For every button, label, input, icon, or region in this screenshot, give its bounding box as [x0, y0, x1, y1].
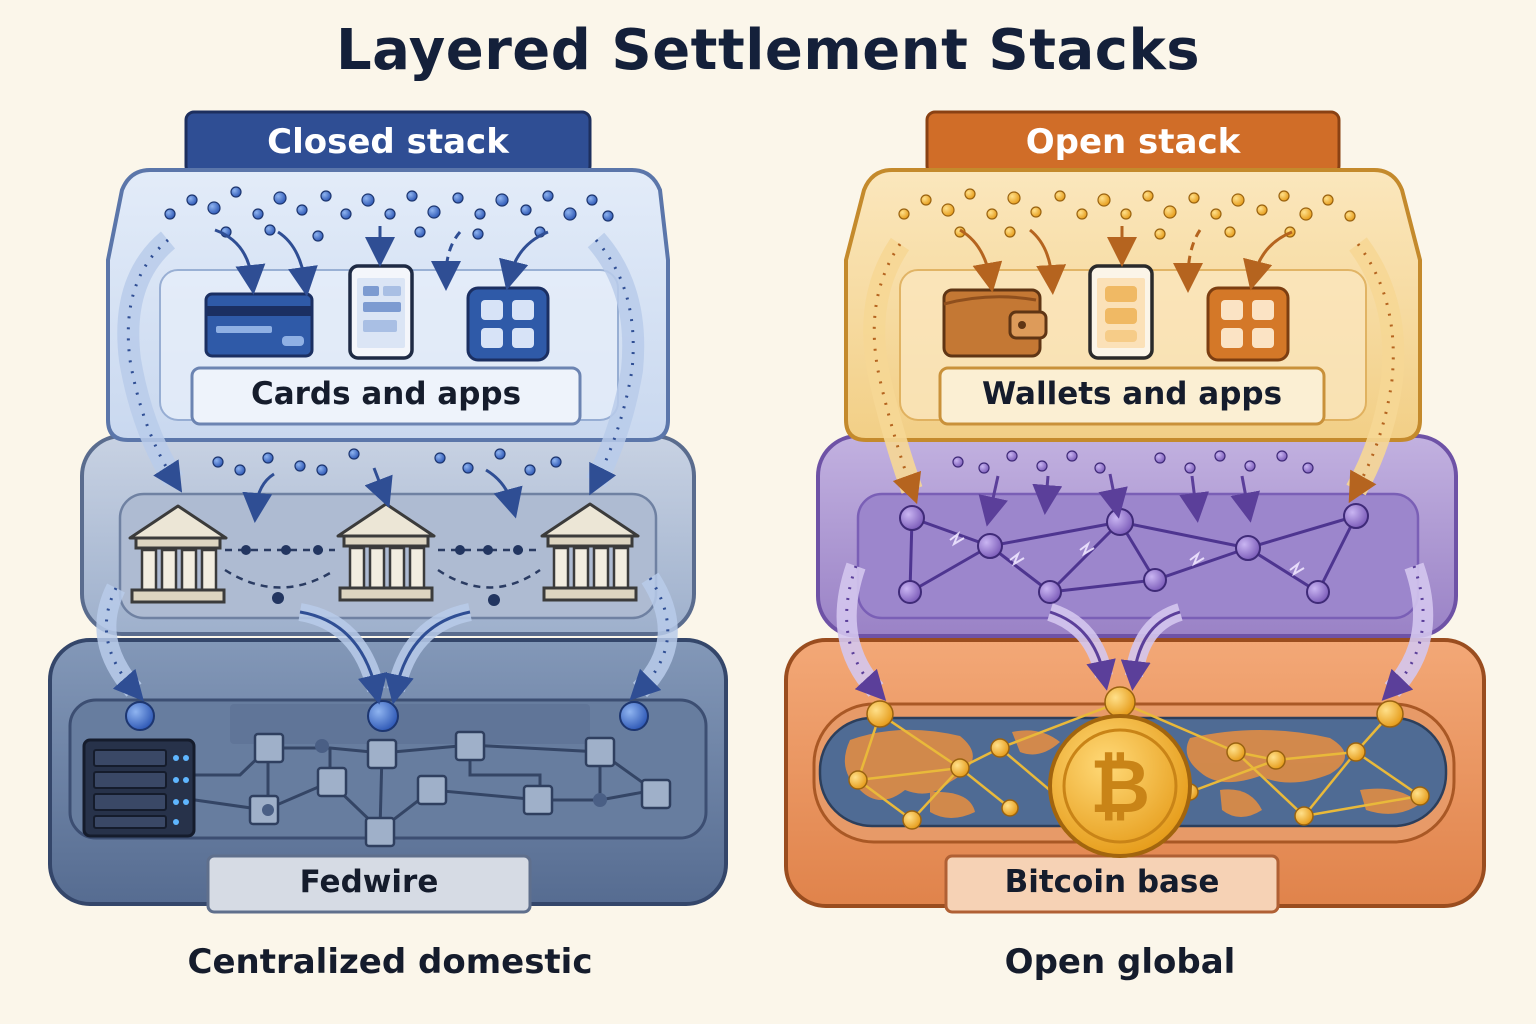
bank-icon [336, 502, 436, 602]
phone-icon [348, 264, 414, 360]
svg-text:₿: ₿ [1090, 744, 1150, 830]
closed-lower-stream [96, 572, 678, 705]
open-lower-stream [836, 562, 1434, 702]
bank-icon [128, 504, 228, 604]
open-network-nodes [848, 686, 1430, 830]
open-flow-arrows [959, 226, 1293, 295]
closed-stack [48, 110, 728, 914]
closed-base-node [367, 700, 399, 732]
open-top-label-plate [938, 366, 1326, 426]
wallet-icon [942, 288, 1048, 358]
closed-stack-caption: Centralized domestic [187, 942, 593, 982]
network-node-icon [898, 503, 1369, 604]
closed-base-layer [48, 638, 728, 914]
closed-base-node [125, 701, 155, 731]
credit-card-icon [204, 292, 314, 358]
open-stack-caption: Open global [1004, 942, 1236, 982]
closed-side-stream [117, 231, 645, 496]
open-middle-dots [952, 450, 1314, 474]
open-stack: ₿ [784, 110, 1486, 914]
bitcoin-coin-icon: ₿ [1048, 714, 1192, 858]
open-top-layer-label: Wallets and apps [981, 376, 1283, 412]
page-title: Layered Settlement Stacks [335, 18, 1201, 83]
closed-flow-arrows [214, 226, 549, 297]
closed-flow-dots [164, 186, 614, 242]
open-middle-arrows [978, 473, 1260, 527]
closed-base-label-plate [206, 854, 532, 914]
closed-middle-arrows [242, 467, 523, 523]
closed-base-node [619, 701, 649, 731]
bank-icon [540, 502, 640, 602]
app-grid-icon [1206, 286, 1290, 362]
closed-stack-tab-label: Closed stack [267, 122, 509, 162]
closed-top-label-plate [190, 366, 582, 426]
closed-top-layer-label: Cards and apps [250, 376, 522, 412]
open-side-stream [863, 237, 1405, 505]
app-grid-icon [466, 286, 550, 362]
open-stack-tab-label: Open stack [1025, 122, 1241, 162]
server-icon [82, 738, 196, 838]
closed-middle-dots [212, 448, 562, 476]
open-flow-dots [898, 188, 1356, 240]
closed-base-layer-label: Fedwire [299, 864, 439, 900]
open-base-layer-label: Bitcoin base [1004, 864, 1220, 900]
phone-icon [1088, 264, 1154, 360]
